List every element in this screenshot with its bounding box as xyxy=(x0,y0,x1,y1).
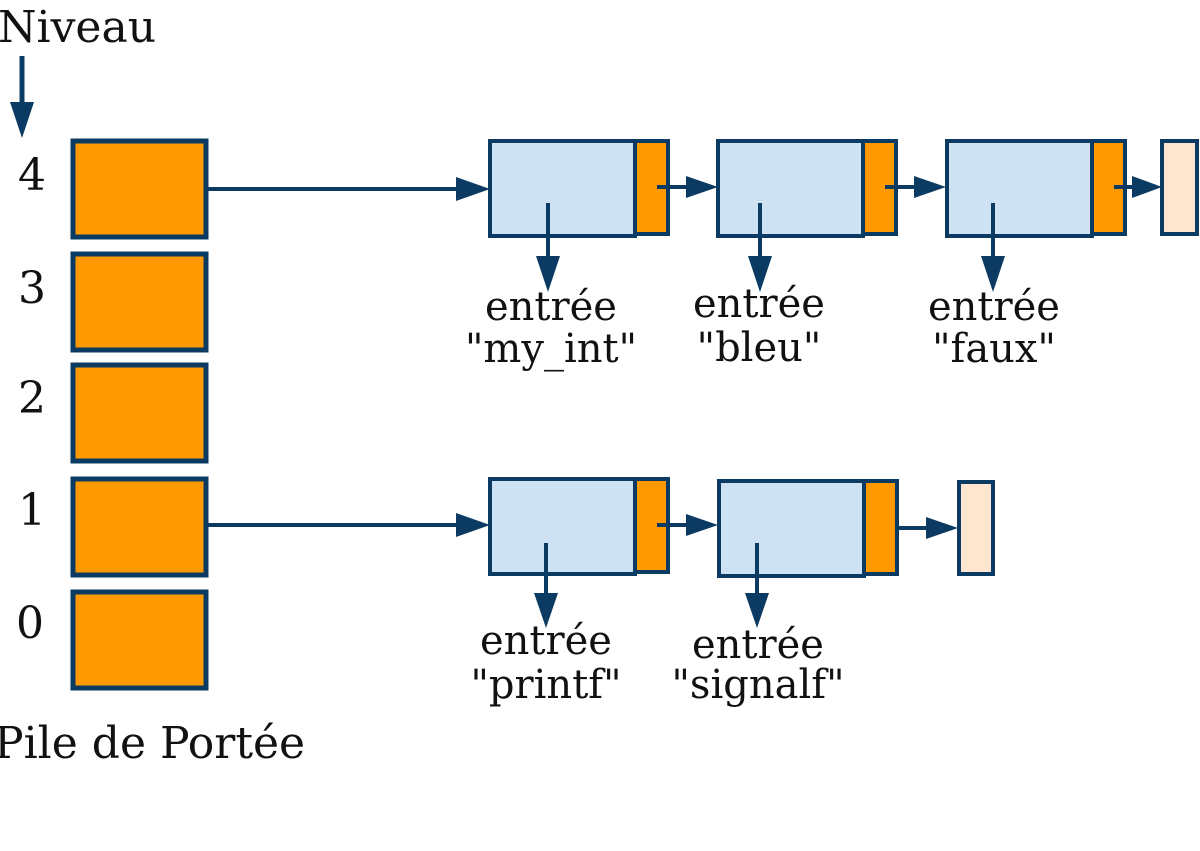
entry-label-signalf-line1: entrée xyxy=(692,622,824,668)
stack-box-level-0 xyxy=(70,589,209,691)
entry-arrow-bleu xyxy=(748,203,772,292)
arrow-stack1-to-node-printf xyxy=(206,513,490,537)
stack-box-level-2 xyxy=(70,362,209,464)
stack-caption: Pile de Portée xyxy=(0,718,305,769)
entry-arrow-printf xyxy=(534,543,558,628)
entry-label-signalf-line2: "signalf" xyxy=(672,662,845,708)
entry-label-my-int-line2: "my_int" xyxy=(465,326,637,372)
entry-label-faux-line1: entrée xyxy=(928,284,1060,330)
list-node-signalf xyxy=(717,479,899,578)
list-node-printf xyxy=(488,477,670,576)
entry-label-my-int-line1: entrée xyxy=(485,284,617,330)
arrow-stack4-to-node-my-int xyxy=(206,177,490,201)
list-node-my-int xyxy=(488,139,670,238)
level-label-1: 1 xyxy=(18,485,46,536)
level-label-3: 3 xyxy=(18,263,46,314)
arrow-bleu-to-faux xyxy=(885,176,946,198)
level-label-0: 0 xyxy=(16,598,44,649)
entry-arrow-faux xyxy=(981,203,1005,292)
entry-label-bleu-line1: entrée xyxy=(693,281,825,327)
arrow-my-int-to-bleu xyxy=(657,176,718,198)
arrow-signalf-to-null xyxy=(897,517,958,539)
list-terminator-level-4 xyxy=(1160,139,1199,236)
list-terminator-level-1 xyxy=(957,480,995,576)
entry-label-printf-line1: entrée xyxy=(480,618,612,664)
entry-label-faux-line2: "faux" xyxy=(932,326,1056,372)
entry-arrow-signalf xyxy=(745,543,769,628)
axis-label-niveau: Niveau xyxy=(0,2,156,53)
entry-arrow-my-int xyxy=(536,203,560,292)
list-node-faux xyxy=(945,139,1127,238)
stack-box-level-3 xyxy=(70,251,209,353)
level-label-4: 4 xyxy=(18,150,46,201)
arrow-printf-to-signalf xyxy=(657,514,718,536)
stack-box-level-1 xyxy=(70,476,209,578)
list-node-bleu xyxy=(716,139,898,238)
level-label-2: 2 xyxy=(18,373,46,424)
arrow-faux-to-null xyxy=(1114,176,1162,198)
stack-box-level-4 xyxy=(70,138,209,240)
level-axis-arrow xyxy=(10,56,34,138)
entry-label-bleu-line2: "bleu" xyxy=(697,325,822,371)
entry-label-printf-line2: "printf" xyxy=(471,662,622,708)
